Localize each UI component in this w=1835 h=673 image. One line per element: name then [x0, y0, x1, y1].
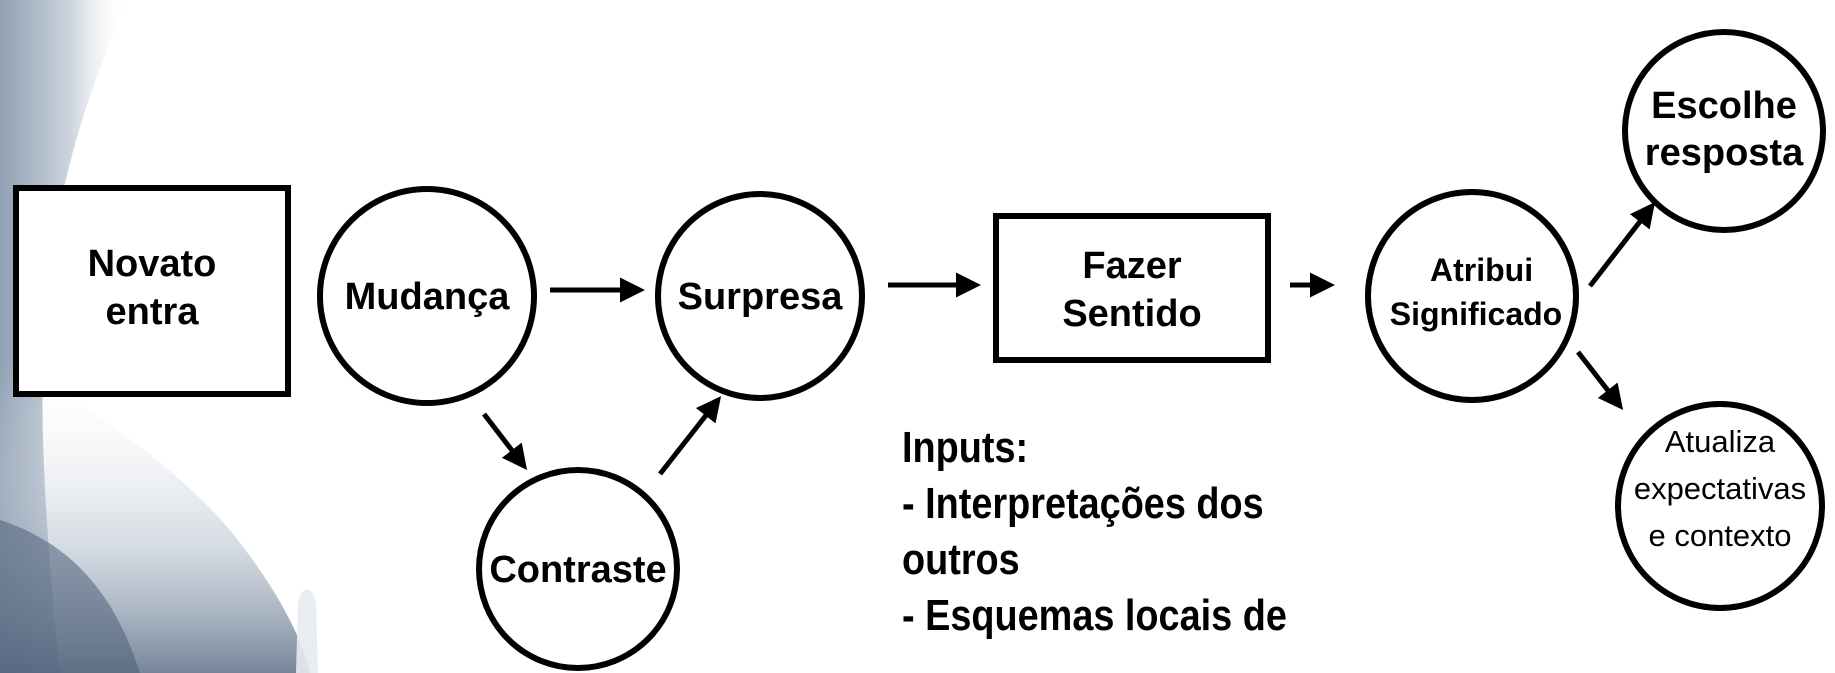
surpresa-node: Surpresa [655, 191, 865, 401]
background-decoration [0, 0, 318, 673]
fazer-sentido-label-line1: Fazer [1082, 245, 1181, 287]
atribui-label-line1: Atribui [1430, 252, 1533, 288]
arrow-contraste-to-surpresa [658, 396, 722, 476]
contraste-node: Contraste [476, 467, 680, 671]
inputs-line-2: outros [902, 535, 1020, 584]
atualiza-node: Atualiza expectativas e contexto [1615, 401, 1825, 611]
atualiza-label-line1: Atualiza [1665, 424, 1776, 459]
novato-entra-box: Novato entra [13, 185, 291, 397]
inputs-line-1: - Interpretações dos [902, 479, 1264, 528]
surpresa-label: Surpresa [678, 276, 844, 318]
atribui-label-line2: Significado [1390, 296, 1562, 332]
contraste-label: Contraste [489, 549, 666, 591]
atribui-significado-node: Atribui Significado [1365, 189, 1579, 403]
atualiza-label-line3: e contexto [1648, 518, 1791, 553]
fazer-sentido-box: Fazer Sentido [993, 213, 1271, 363]
fazer-sentido-label-line2: Sentido [1062, 293, 1201, 335]
inputs-line-3: - Esquemas locais de [902, 591, 1287, 640]
arrow-atribui-to-escolhe [1588, 202, 1656, 288]
novato-entra-label-line2: entra [106, 291, 200, 333]
arrow-atribui-to-atualiza [1576, 350, 1624, 410]
escolhe-label-line2: resposta [1645, 132, 1804, 174]
escolhe-label-line1: Escolhe [1651, 85, 1797, 127]
atualiza-label-line2: expectativas [1634, 471, 1806, 506]
arrow-mudanca-to-contraste [482, 412, 528, 470]
mudanca-label: Mudança [345, 276, 511, 318]
novato-entra-label-line1: Novato [88, 243, 217, 285]
mudanca-node: Mudança [317, 186, 537, 406]
inputs-text-block: Inputs: - Interpretações dos outros - Es… [902, 420, 1349, 644]
arrows [482, 202, 1656, 476]
escolhe-resposta-node: Escolhe resposta [1622, 29, 1826, 233]
inputs-heading: Inputs: [902, 423, 1029, 472]
